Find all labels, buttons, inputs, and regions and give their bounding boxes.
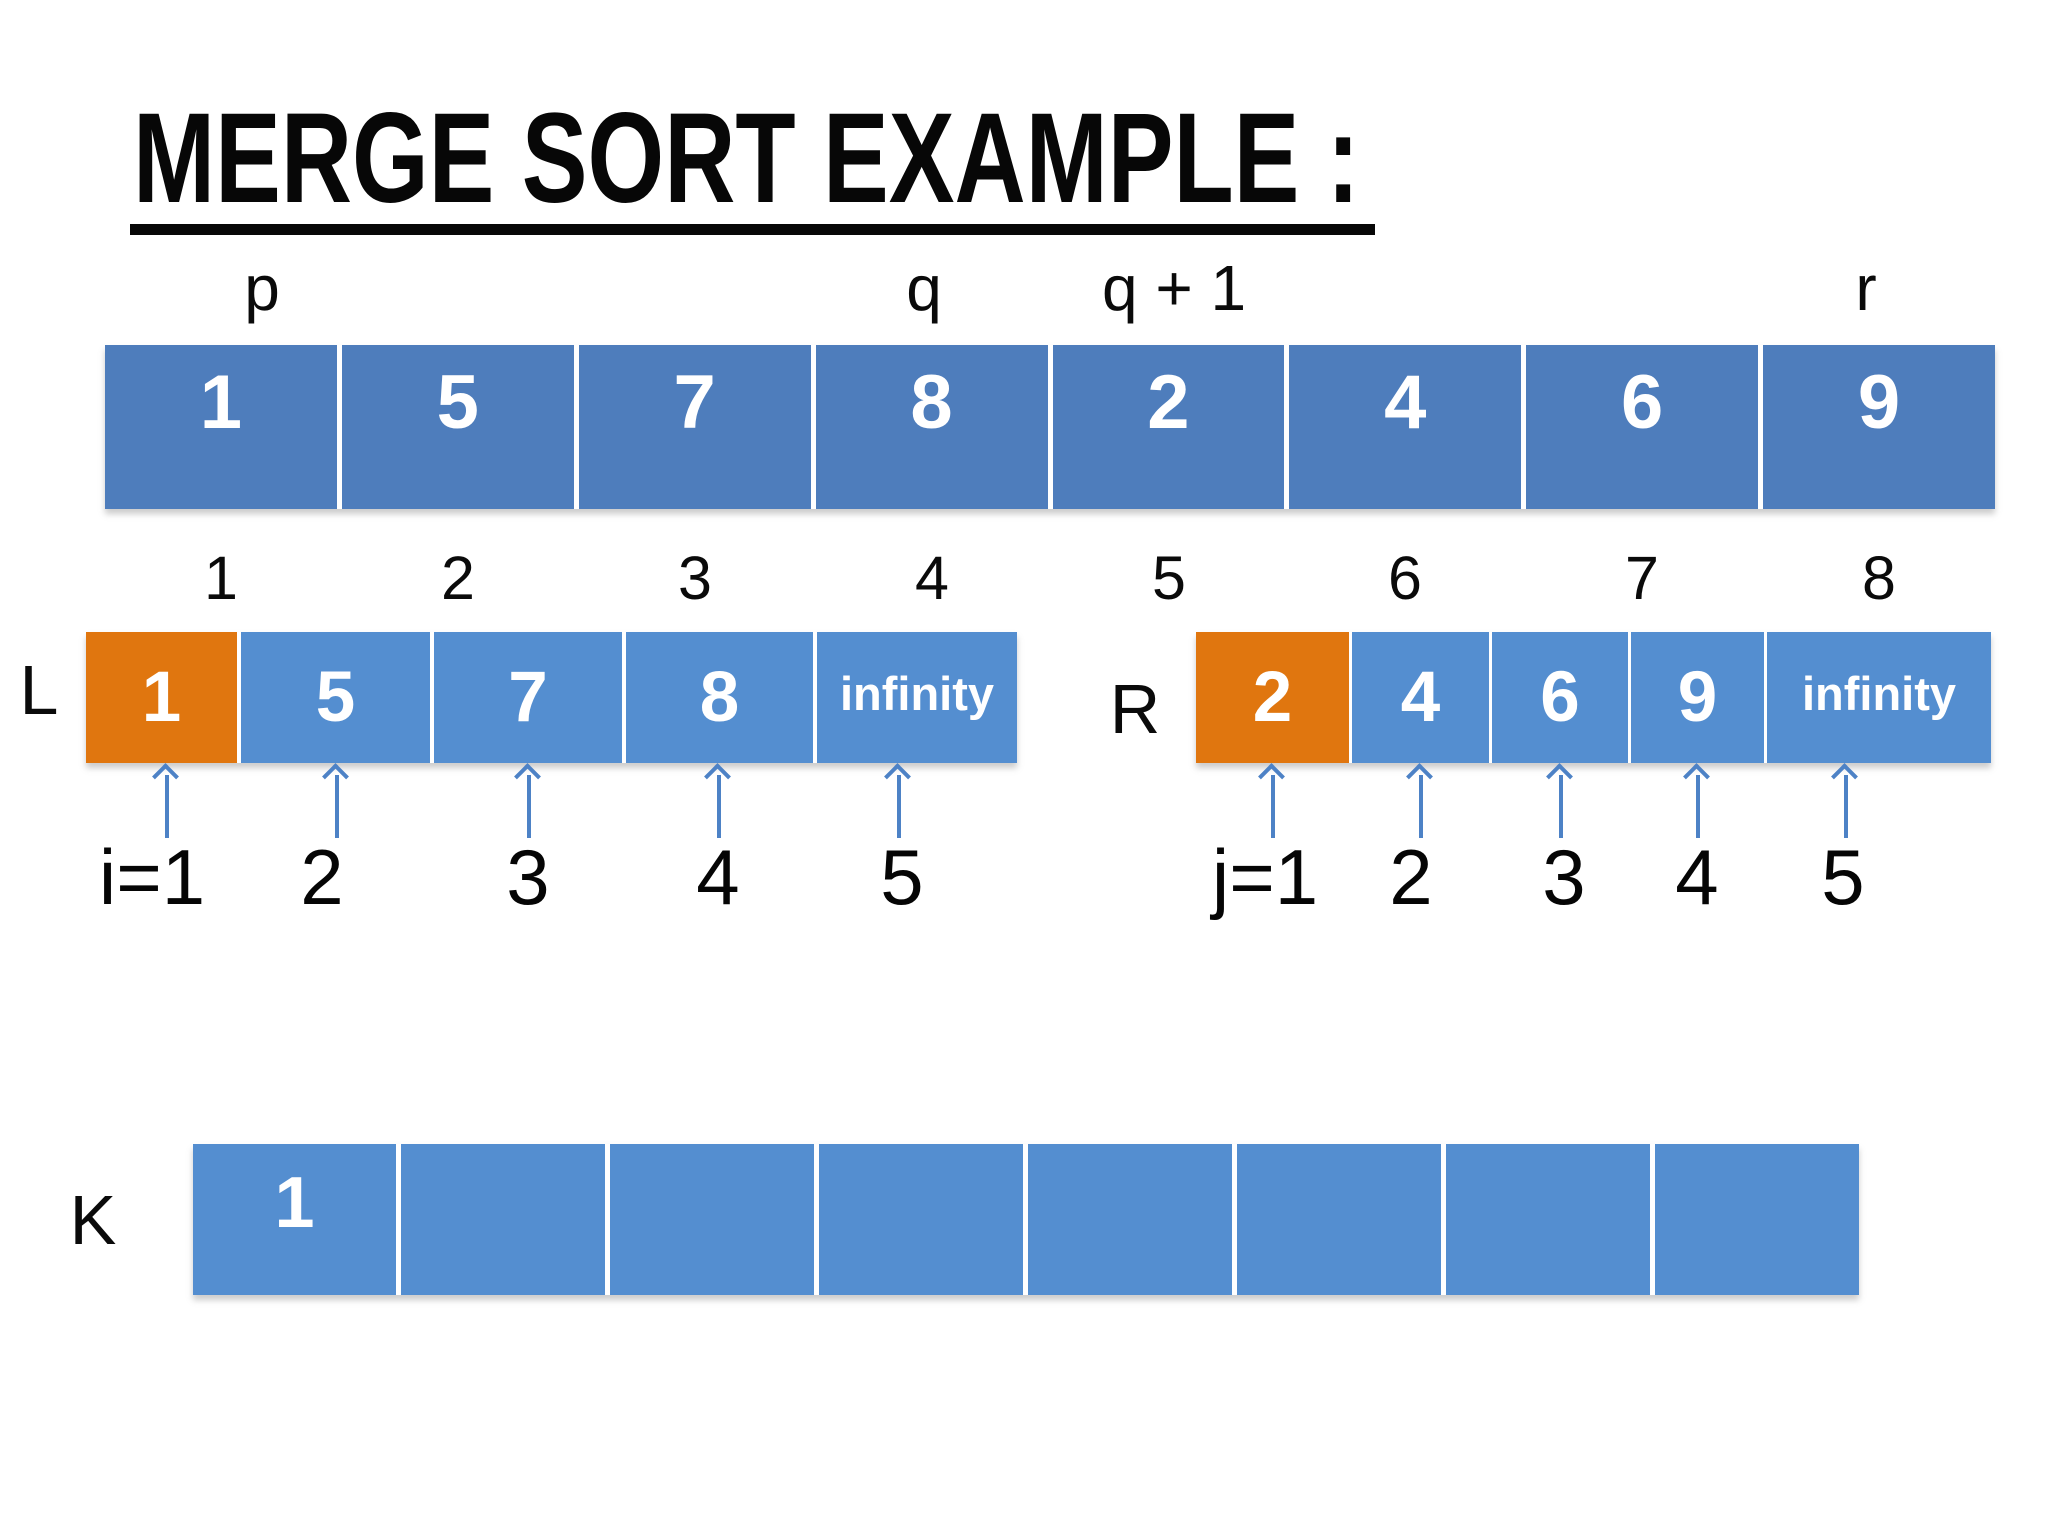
left-array-cell-infinity: infinity [817, 632, 1017, 763]
label-p: p [244, 252, 280, 324]
k-array-cell [1237, 1144, 1441, 1295]
index-label: 2 [441, 544, 475, 612]
index-label: 7 [1625, 544, 1659, 612]
label-r: r [1855, 252, 1877, 324]
right-array-cell-highlighted: 2 [1196, 632, 1349, 763]
k-array: 1 [193, 1144, 1859, 1295]
pointer-arrow [1683, 763, 1710, 838]
right-array-cell: 9 [1631, 632, 1764, 763]
i-pointer-label: 4 [696, 833, 740, 921]
j-pointer-label: 3 [1542, 833, 1586, 921]
main-array-cell: 8 [815, 345, 1048, 509]
index-label: 6 [1388, 544, 1422, 612]
index-label: 4 [915, 544, 949, 612]
j-pointer-label: 4 [1675, 833, 1719, 921]
k-array-cell [610, 1144, 814, 1295]
left-array-label: L [19, 651, 59, 729]
index-label: 5 [1152, 544, 1186, 612]
k-array-cell [819, 1144, 1023, 1295]
right-array-label: R [1109, 670, 1161, 748]
left-array-cell: 5 [241, 632, 430, 763]
k-array-cell-highlighted: 1 [193, 1144, 396, 1295]
index-label: 1 [204, 544, 238, 612]
k-array-label: K [69, 1181, 117, 1259]
pointer-arrow [1258, 763, 1285, 838]
i-pointer-label: i=1 [98, 833, 206, 921]
main-array-cell: 1 [105, 345, 337, 509]
k-array-cell [1446, 1144, 1650, 1295]
label-q-plus-1: q + 1 [1101, 252, 1247, 324]
pointer-arrow [884, 763, 911, 838]
j-pointer-label: j=1 [1211, 833, 1319, 921]
k-array-cell [1655, 1144, 1859, 1295]
j-pointer-label: 2 [1389, 833, 1433, 921]
main-array-cell: 9 [1763, 345, 1995, 509]
i-pointer-label: 5 [880, 833, 924, 921]
main-array: 1 5 7 8 2 4 6 9 [105, 345, 1995, 509]
main-array-cell: 5 [341, 345, 574, 509]
main-array-cell: 4 [1289, 345, 1522, 509]
left-array-cell-highlighted: 1 [86, 632, 237, 763]
left-array-cell: 7 [434, 632, 622, 763]
main-array-cell: 2 [1052, 345, 1285, 509]
i-pointer-label: 3 [506, 833, 550, 921]
right-array-cell: 4 [1352, 632, 1489, 763]
pointer-arrow [704, 763, 731, 838]
pointer-arrow [152, 763, 179, 838]
left-array: 1 5 7 8 infinity [86, 632, 1017, 763]
index-label: 3 [678, 544, 712, 612]
label-q: q [906, 252, 942, 324]
title-underline [130, 224, 1375, 235]
left-array-cell: 8 [626, 632, 813, 763]
pointer-arrow [322, 763, 349, 838]
index-label: 8 [1862, 544, 1896, 612]
pointer-arrow [1831, 763, 1858, 838]
main-array-cell: 6 [1526, 345, 1759, 509]
pointer-arrow [1546, 763, 1573, 838]
k-array-cell [1028, 1144, 1232, 1295]
k-array-cell [401, 1144, 605, 1295]
pointer-arrow [1406, 763, 1433, 838]
j-pointer-label: 5 [1821, 833, 1865, 921]
pointer-arrow [514, 763, 541, 838]
main-array-cell: 7 [578, 345, 811, 509]
right-array-cell: 6 [1492, 632, 1628, 763]
i-pointer-label: 2 [300, 833, 344, 921]
right-array-cell-infinity: infinity [1767, 632, 1991, 763]
right-array: 2 4 6 9 infinity [1196, 632, 1991, 763]
page-title: MERGE SORT EXAMPLE : [133, 87, 1360, 230]
